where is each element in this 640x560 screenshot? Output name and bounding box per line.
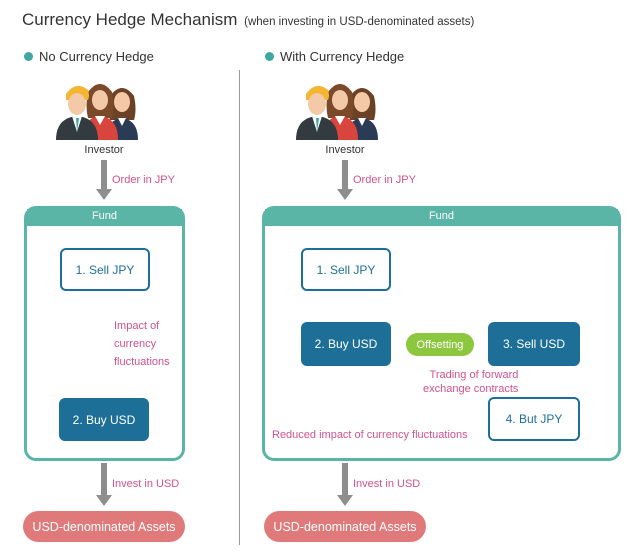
left-section-heading: No Currency Hedge: [24, 49, 154, 64]
right-fund-header: Fund: [265, 209, 618, 226]
right-heading-text: With Currency Hedge: [280, 49, 405, 64]
investor-group-icon: [296, 84, 378, 140]
right-invest-label: Invest in USD: [353, 478, 421, 490]
title-main: Currency Hedge Mechanism: [22, 10, 238, 29]
reduced-impact-label: Reduced impact of currency fluctuations: [272, 429, 468, 441]
left-fund-header: Fund: [27, 209, 182, 226]
left-heading-text: No Currency Hedge: [39, 49, 154, 64]
impact-line-2: currency: [114, 338, 157, 350]
offsetting-badge: Offsetting: [406, 333, 474, 356]
left-order-arrow: [96, 160, 112, 200]
right-step4-buy-jpy: 4. But JPY: [488, 397, 580, 441]
left-order-label: Order in JPY: [112, 174, 175, 186]
right-step3-sell-usd: 3. Sell USD: [488, 322, 580, 366]
title-subtitle: (when investing in USD-denominated asset…: [244, 16, 475, 28]
right-step2-buy-usd: 2. Buy USD: [301, 322, 391, 366]
impact-line-1: Impact of: [114, 320, 160, 332]
bullet-dot-icon: [265, 52, 274, 61]
trading-line-2: exchange contracts: [423, 383, 519, 395]
right-order-label: Order in JPY: [353, 174, 416, 186]
left-step2-buy-usd: 2. Buy USD: [59, 398, 149, 441]
left-step1-sell-jpy: 1. Sell JPY: [60, 248, 150, 291]
left-invest-arrow: [96, 463, 112, 506]
investor-group-icon: [56, 84, 138, 140]
bullet-dot-icon: [24, 52, 33, 61]
right-section-heading: With Currency Hedge: [265, 49, 404, 64]
right-investor-label: Investor: [325, 144, 365, 156]
right-order-arrow: [337, 160, 353, 200]
column-divider: [239, 70, 240, 545]
left-investor-label: Investor: [84, 144, 124, 156]
impact-line-3: fluctuations: [114, 356, 170, 368]
forward-contracts-label: Trading of forward exchange contracts: [423, 368, 518, 396]
diagram-title: Currency Hedge Mechanism (when investing…: [22, 10, 474, 30]
trading-line-1: Trading of forward: [429, 369, 519, 381]
right-usd-assets: USD-denominated Assets: [264, 511, 426, 542]
left-invest-label: Invest in USD: [112, 478, 180, 490]
left-impact-label: Impact of currency fluctuations: [114, 317, 170, 371]
right-invest-arrow: [337, 463, 353, 506]
right-step1-sell-jpy: 1. Sell JPY: [301, 248, 391, 291]
left-usd-assets: USD-denominated Assets: [23, 511, 185, 542]
